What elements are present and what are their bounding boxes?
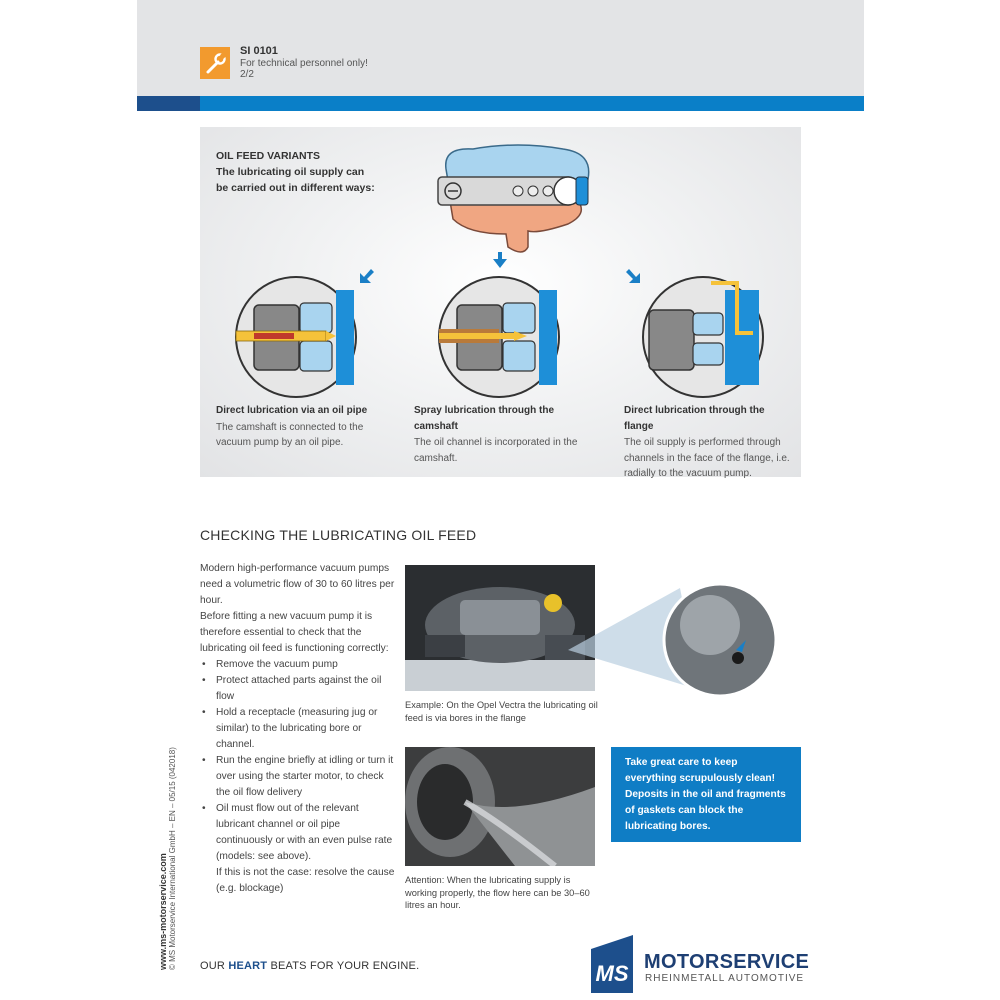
variant-heading-1: Direct lubrication via an oil pipe <box>216 405 368 416</box>
check-remedy: If this is not the case: resolve the cau… <box>216 867 395 894</box>
flange-lubrication-diagram <box>642 276 764 398</box>
wrench-icon <box>200 47 230 79</box>
photo-caption-1: Example: On the Opel Vectra the lubricat… <box>405 700 598 723</box>
list-item: Oil must flow out of the relevant lubric… <box>200 801 395 865</box>
check-paragraph-1: Modern high-performance vacuum pumps nee… <box>200 563 395 606</box>
variant-caption-1: Direct lubrication via an oil pipe The c… <box>216 403 391 451</box>
header-band <box>137 0 864 96</box>
slogan: OUR HEART BEATS FOR YOUR ENGINE. <box>200 960 420 972</box>
list-item: Hold a receptacle (measuring jug or simi… <box>200 705 395 753</box>
header-bar-light <box>200 96 864 111</box>
si-code: SI 0101 <box>240 45 278 57</box>
oil-feed-variants-panel: OIL FEED VARIANTS The lubricating oil su… <box>200 127 801 479</box>
oil-flow-photo <box>405 747 595 866</box>
slogan-highlight: HEART <box>228 960 268 972</box>
arrow-down-icon <box>493 252 507 268</box>
variant-caption-3: Direct lubrication through the flange Th… <box>624 403 796 482</box>
zoom-callout <box>568 582 778 698</box>
variant-text-1: The camshaft is connected to the vacuum … <box>216 421 364 449</box>
arrow-diag-left-icon <box>360 269 374 283</box>
logo-mark-text: MS <box>596 961 629 986</box>
note-text-1: Take great care to keep everything scrup… <box>625 757 776 784</box>
si-subtitle: For technical personnel only! <box>240 57 368 69</box>
arrow-diag-right-icon <box>626 269 640 283</box>
website-link[interactable]: www.ms-motorservice.com <box>158 853 168 970</box>
brand-name: MOTORSERVICE <box>644 951 810 973</box>
check-body: Modern high-performance vacuum pumps nee… <box>200 561 395 897</box>
variants-intro: The lubricating oil supply can be carrie… <box>216 166 375 194</box>
si-info: SI 0101 For technical personnel only! 2/… <box>240 45 368 81</box>
variant-heading-2: Spray lubrication through the camshaft <box>414 405 555 432</box>
page-number: 2/2 <box>240 69 254 80</box>
check-steps-list: Remove the vacuum pump Protect attached … <box>200 657 395 865</box>
variant-text-2: The oil channel is incorporated in the c… <box>414 437 578 464</box>
engine-photo <box>405 565 595 691</box>
brand-subline: RHEINMETALL AUTOMOTIVE <box>645 973 805 984</box>
note-text-2: Deposits in the oil and fragments of gas… <box>625 789 786 832</box>
ms-logo-icon: MS <box>591 935 633 993</box>
side-footer-text: www.ms-motorservice.com © MS Motorservic… <box>158 747 178 970</box>
list-item: Run the engine briefly at idling or turn… <box>200 753 395 801</box>
header-bar-dark <box>137 96 200 111</box>
camshaft-spray-diagram <box>438 276 560 398</box>
photo-caption-2: Attention: When the lubricating supply i… <box>405 875 590 910</box>
list-item: Remove the vacuum pump <box>200 657 395 673</box>
copyright: © MS Motorservice International GmbH – E… <box>168 747 177 970</box>
variants-title: OIL FEED VARIANTS <box>216 150 321 162</box>
engine-illustration <box>437 144 590 253</box>
variant-heading-3: Direct lubrication through the flange <box>624 405 765 432</box>
cleanliness-note: Take great care to keep everything scrup… <box>611 747 801 842</box>
section-title: CHECKING THE LUBRICATING OIL FEED <box>200 527 477 543</box>
oil-pipe-diagram <box>235 276 357 398</box>
variant-caption-2: Spray lubrication through the camshaft T… <box>414 403 599 466</box>
check-paragraph-2: Before fitting a new vacuum pump it is t… <box>200 611 389 654</box>
list-item: Protect attached parts against the oil f… <box>200 673 395 705</box>
variant-text-3: The oil supply is performed through chan… <box>624 437 790 479</box>
